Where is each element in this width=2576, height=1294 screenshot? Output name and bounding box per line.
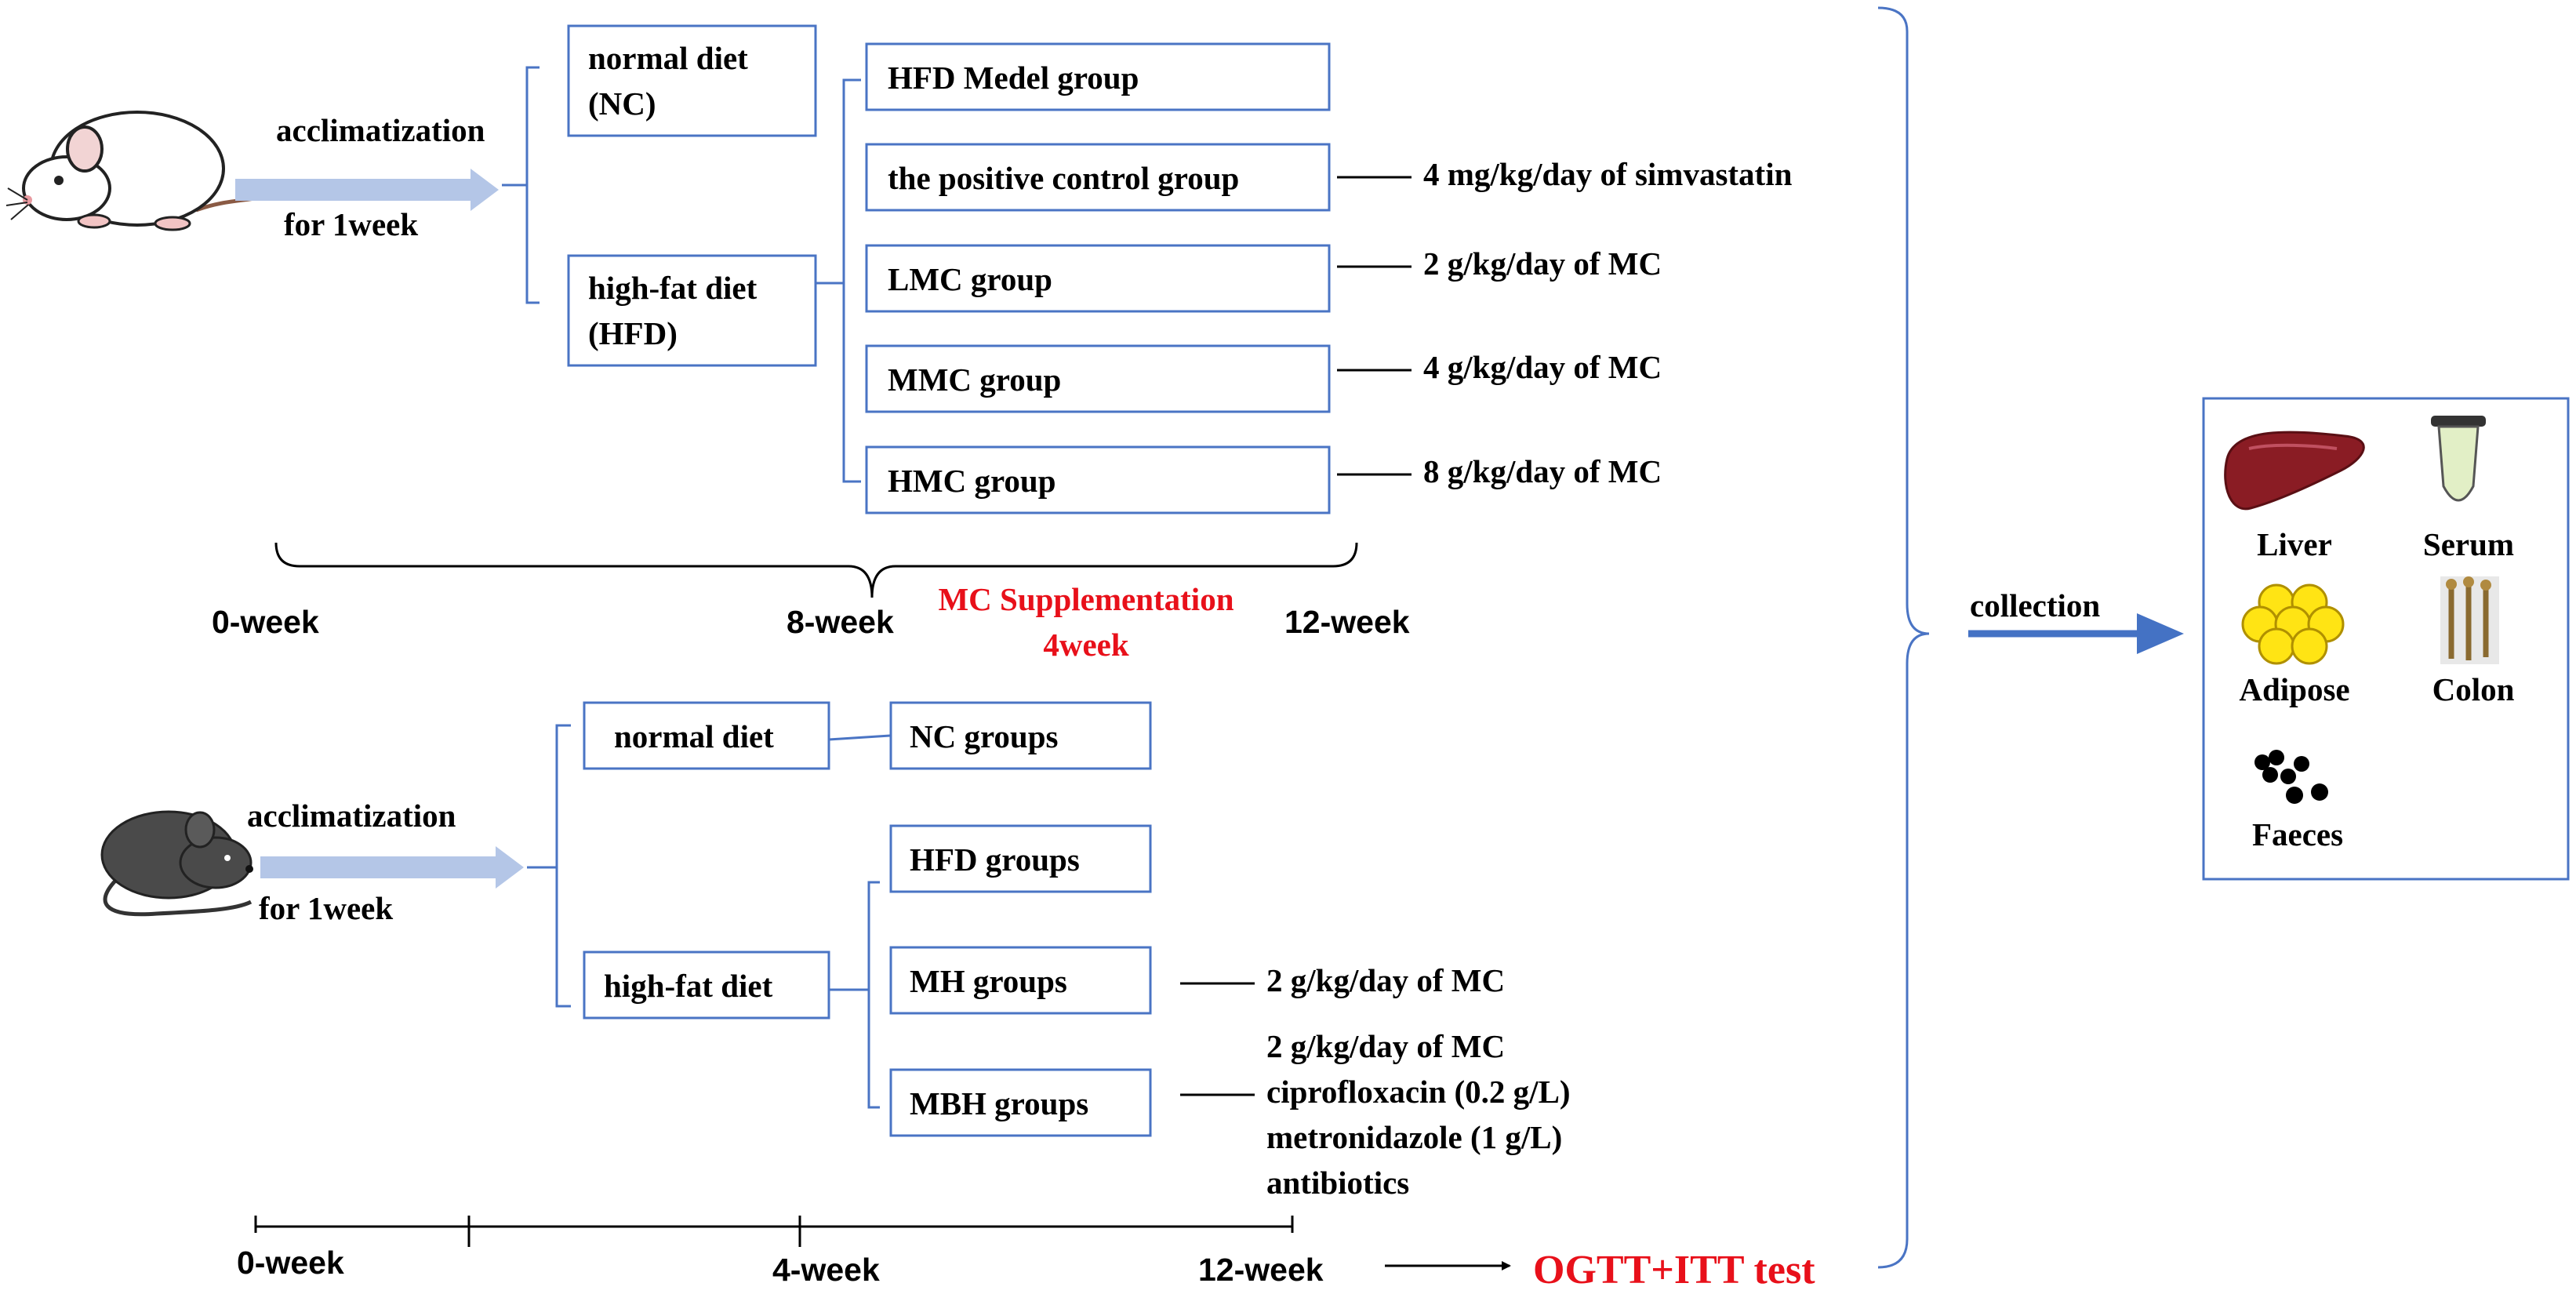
collection-arrow-head [2137, 613, 2184, 654]
group-box-hfd-model [865, 42, 1331, 111]
normal-diet-nc-box [567, 24, 817, 137]
group-label: MBH groups [910, 1085, 1088, 1121]
supplementation-label-line1: MC Supplementation [938, 581, 1234, 617]
samples-panel [2202, 397, 2570, 881]
group-box-mmc [865, 344, 1331, 413]
diet-label: high-fat diet [604, 968, 773, 1004]
group-label: HFD groups [910, 841, 1080, 878]
ogtt-itt-test-label: OGTT+ITT test [1533, 1248, 1815, 1292]
group-box-nc [889, 701, 1152, 770]
sample-label: Adipose [2239, 671, 2349, 707]
experiment-2: acclimatization for 1week normal diet hi… [100, 701, 1815, 1292]
collection-brace [1877, 6, 1930, 1269]
collection-label: collection [1970, 587, 2100, 623]
acclimatization-label: acclimatization [247, 798, 456, 834]
duration-label: for 1week [259, 890, 393, 926]
mbh-treatment-line: 2 g/kg/day of MC [1266, 1028, 1505, 1064]
acclimatization-label: acclimatization [276, 112, 485, 148]
acclimatization-arrow [235, 169, 499, 211]
duration-label: for 1week [284, 206, 418, 242]
adipose-icon [2241, 583, 2345, 665]
group-label: the positive control group [888, 160, 1239, 196]
timeline-mid: 8-week [787, 604, 894, 640]
sample-label: Liver [2257, 526, 2332, 562]
supplementation-label-line2: 4week [1043, 627, 1129, 663]
group-box-mh [889, 946, 1152, 1015]
group-box-lmc [865, 244, 1331, 313]
timeline-mid: 4-week [772, 1252, 880, 1288]
group-box-hmc [865, 445, 1331, 514]
serum-tube-icon [2431, 416, 2486, 502]
timeline-start: 0-week [212, 604, 319, 640]
diet-bracket [527, 724, 571, 1008]
treatment-label: 2 g/kg/day of MC [1423, 245, 1662, 282]
group-box-hfd [889, 824, 1152, 893]
mbh-treatment-line: antibiotics [1266, 1165, 1409, 1201]
sample-label: Faeces [2252, 816, 2343, 852]
sample-label: Serum [2423, 526, 2514, 562]
diet-bracket [502, 66, 540, 304]
liver-icon [2224, 431, 2365, 511]
high-fat-diet-box [583, 951, 830, 1020]
diet-label: normal diet [614, 718, 774, 754]
timeline-brace [274, 542, 1358, 598]
normal-diet-box [583, 701, 830, 770]
high-fat-diet-hfd-box [567, 254, 817, 367]
timeline-end: 12-week [1284, 604, 1410, 640]
timeline-start: 0-week [237, 1245, 344, 1281]
experiment-1: acclimatization for 1week normal diet (N… [5, 24, 1793, 663]
mouse-icon [100, 810, 253, 917]
rat-icon [5, 111, 284, 231]
group-box-positive-control [865, 143, 1331, 212]
group-label: NC groups [910, 718, 1059, 754]
treatment-label: 4 mg/kg/day of simvastatin [1423, 156, 1793, 192]
normal-diet-line1: normal diet [588, 40, 748, 76]
group-bracket [816, 78, 861, 483]
mbh-treatment-line: metronidazole (1 g/L) [1266, 1119, 1562, 1155]
treatment-label: 8 g/kg/day of MC [1423, 453, 1662, 489]
sample-label: Colon [2432, 671, 2515, 707]
timeline-end: 12-week [1198, 1252, 1324, 1288]
group-label: HFD Medel group [888, 60, 1139, 96]
mbh-treatment-line: ciprofloxacin (0.2 g/L) [1266, 1074, 1571, 1110]
mh-treatment: 2 g/kg/day of MC [1266, 962, 1505, 998]
group-label: MMC group [888, 362, 1061, 398]
collection-section: collection Liver Serum Adipose [1877, 6, 2570, 1269]
faeces-icon [2254, 750, 2328, 804]
group-label: HMC group [888, 463, 1056, 499]
acclimatization-arrow [260, 846, 524, 889]
high-fat-diet-line1: high-fat diet [588, 270, 758, 306]
high-fat-diet-line2: (HFD) [588, 315, 678, 351]
normal-diet-line2: (NC) [588, 85, 656, 122]
treatment-label: 4 g/kg/day of MC [1423, 349, 1662, 385]
group-box-mbh [889, 1068, 1152, 1137]
group-label: MH groups [910, 963, 1067, 999]
timeline-axis [254, 1216, 1294, 1247]
colon-icon [2440, 576, 2499, 664]
nc-connector [828, 734, 891, 741]
group-bracket [829, 881, 880, 1109]
group-label: LMC group [888, 261, 1052, 297]
